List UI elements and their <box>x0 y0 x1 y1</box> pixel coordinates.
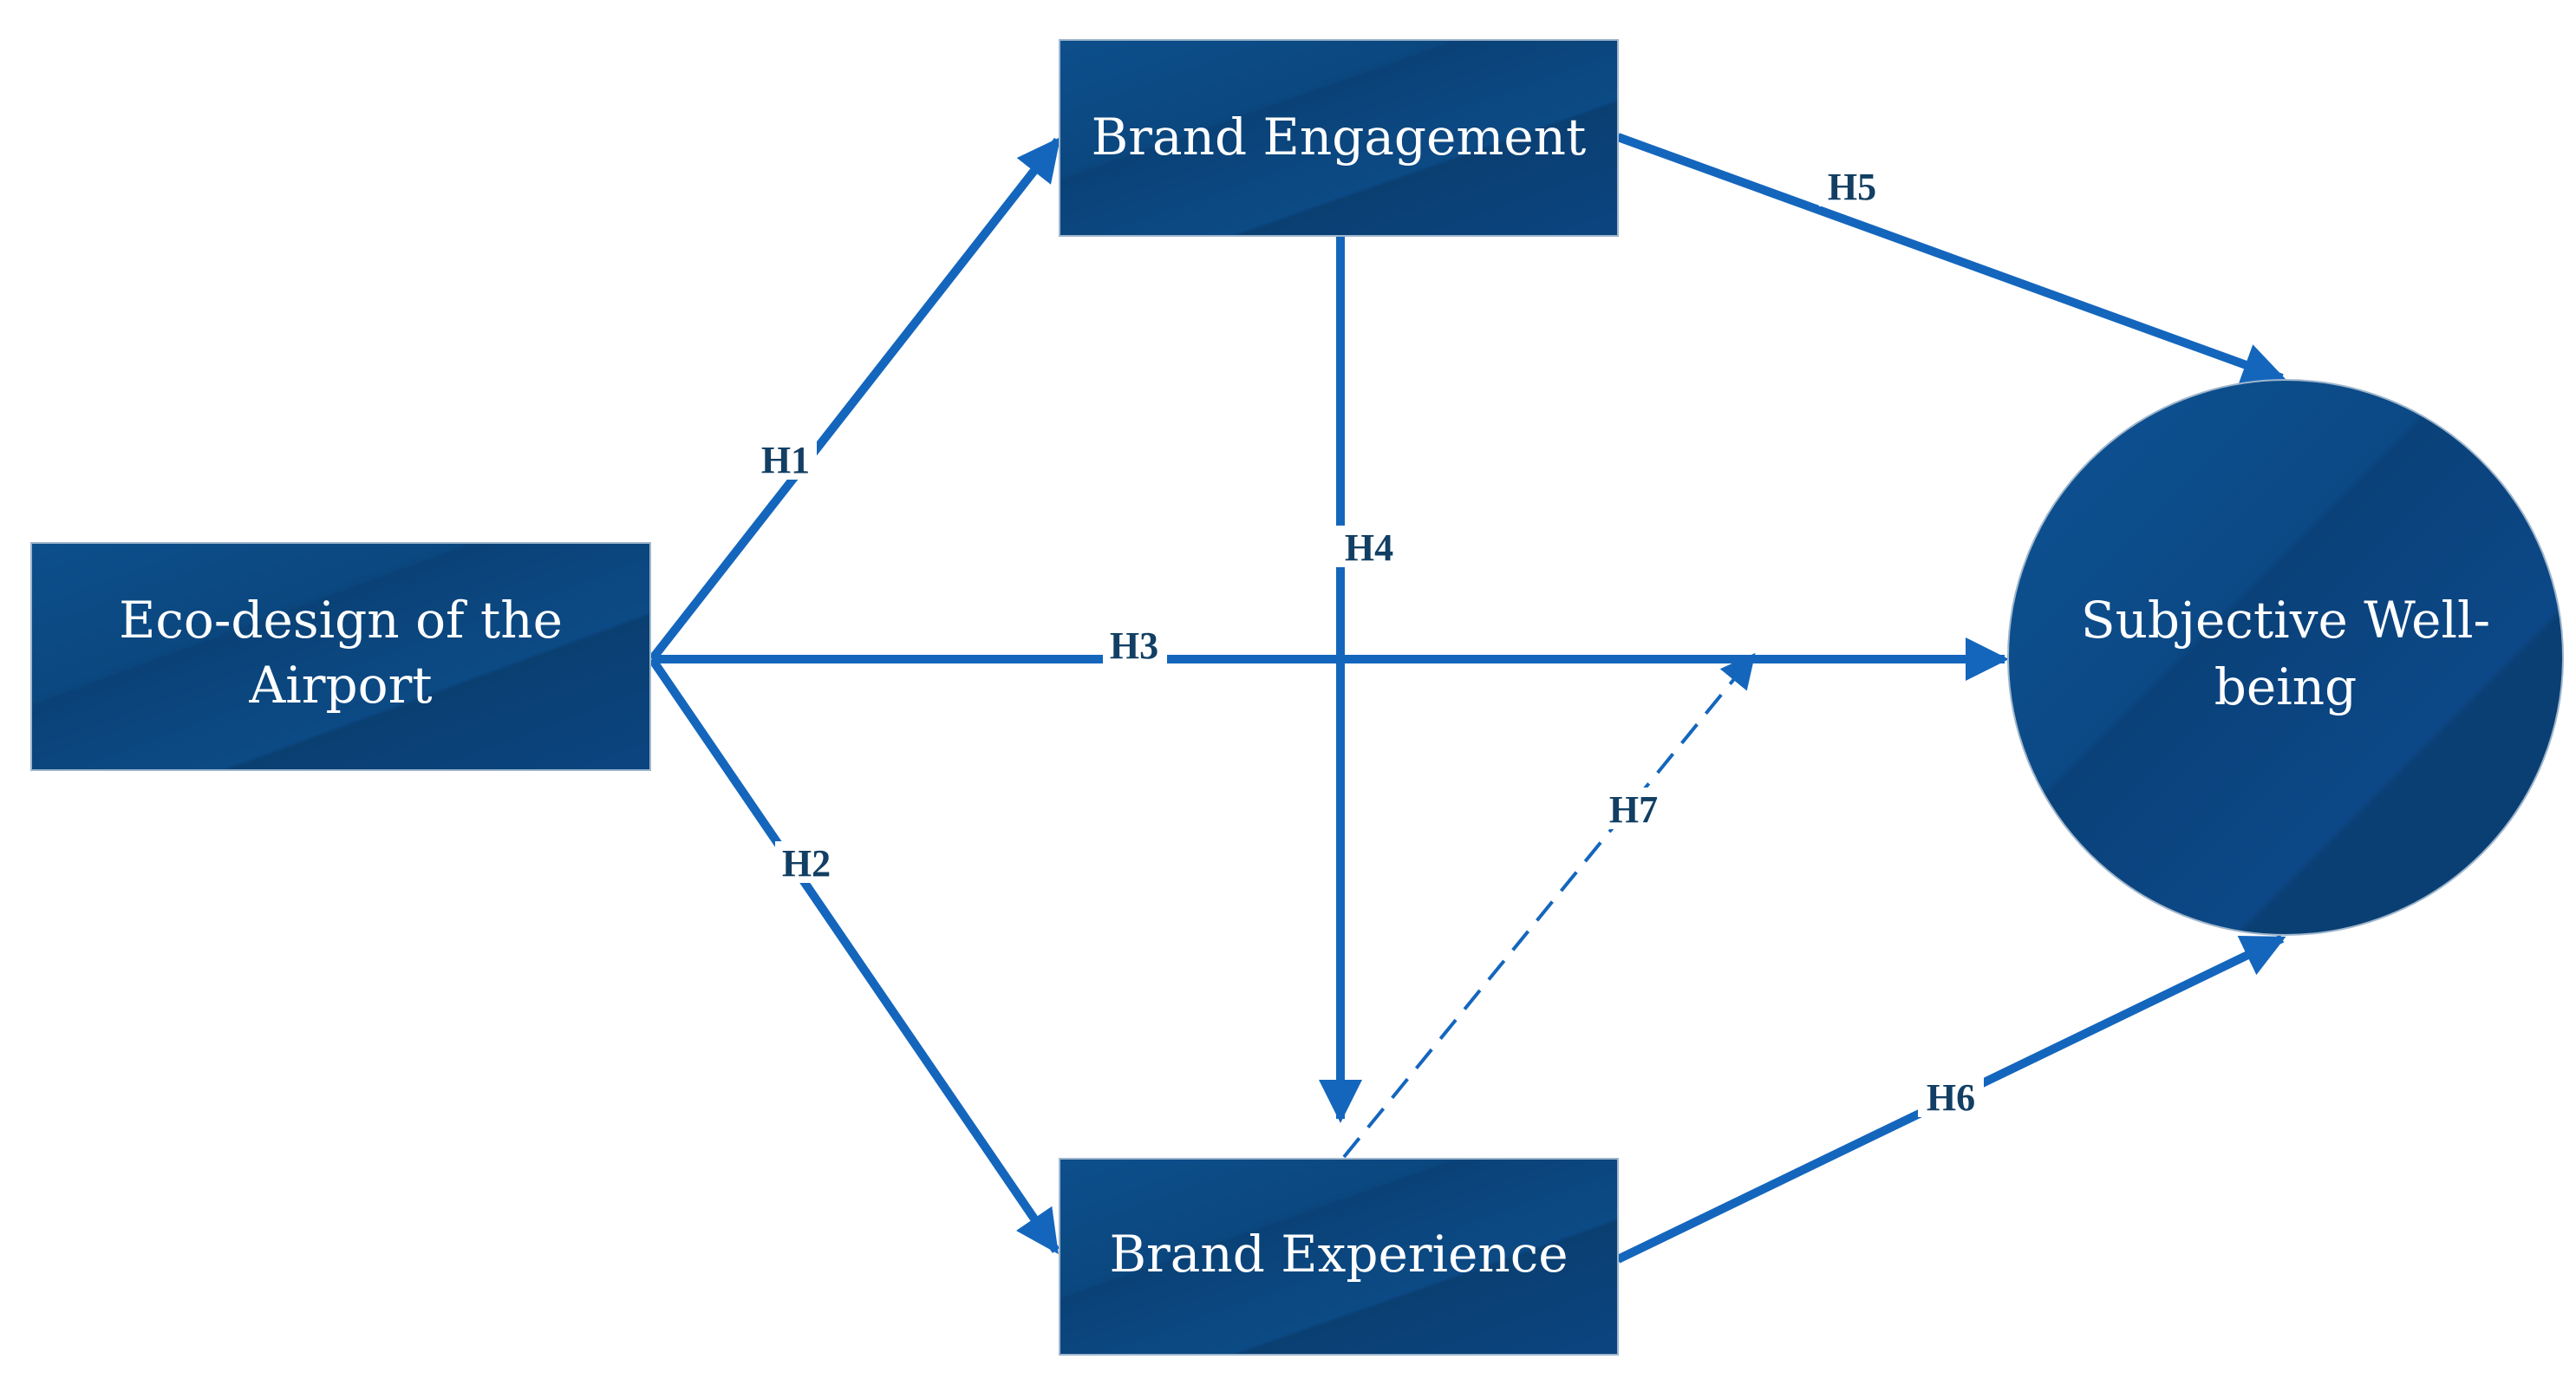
node-brand-engagement: Brand Engagement <box>1059 39 1619 237</box>
brand-experience-label: Brand Experience <box>1109 1225 1568 1284</box>
node-brand-experience: Brand Experience <box>1059 1158 1619 1356</box>
edge-label-h7: H7 <box>1609 788 1658 831</box>
edge-label-h4: H4 <box>1345 526 1393 569</box>
edge-h5 <box>1616 133 2286 386</box>
node-subjective-wellbeing: Subjective Well- being <box>2007 379 2564 936</box>
edge-h2 <box>648 657 1060 1255</box>
brand-engagement-label: Brand Engagement <box>1092 108 1587 167</box>
node-eco-design: Eco-design of the Airport <box>30 542 651 771</box>
edge-label-h5: H5 <box>1828 166 1876 208</box>
edge-labels: H1 H2 H3 H4 H5 H6 H7 <box>754 165 1984 1119</box>
edge-label-h1: H1 <box>761 439 810 481</box>
subjective-wellbeing-label-line2: being <box>2214 657 2357 716</box>
eco-design-label-line2: Airport <box>248 656 432 715</box>
subjective-wellbeing-label-line1: Subjective Well- <box>2081 591 2490 650</box>
edge-h1 <box>649 137 1061 663</box>
edge-label-h6: H6 <box>1927 1076 1975 1119</box>
eco-design-label-line1: Eco-design of the <box>119 591 563 650</box>
edge-label-h2: H2 <box>782 842 831 885</box>
edge-label-h3: H3 <box>1110 624 1158 667</box>
edge-h7 <box>1342 652 1756 1159</box>
